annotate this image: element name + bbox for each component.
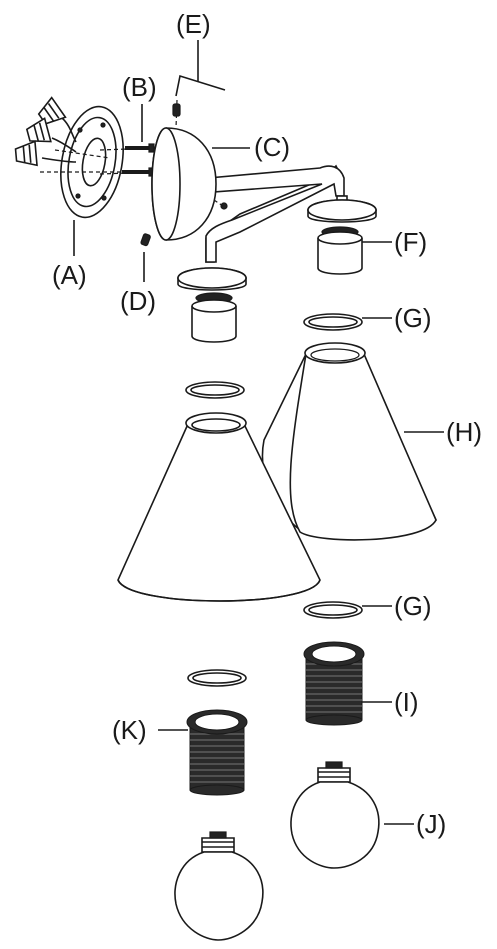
shade-right [261, 342, 437, 541]
label-g2: (G) [394, 591, 432, 621]
mounting-screws [99, 143, 159, 177]
threaded-socket-left [186, 709, 248, 796]
label-k: (K) [112, 715, 147, 745]
socket-holder-right [307, 195, 377, 275]
label-d: (D) [120, 286, 156, 316]
label-c: (C) [254, 132, 290, 162]
shade-left [117, 412, 321, 602]
canopy-and-arm [151, 127, 345, 263]
label-a: (A) [52, 260, 87, 290]
bulb-right [290, 761, 380, 869]
socket-holder-left [177, 267, 247, 343]
ring-top-left [185, 381, 245, 399]
label-f: (F) [394, 227, 427, 257]
bulb-left [174, 831, 264, 941]
label-g1: (G) [394, 303, 432, 333]
ring-bottom-left [187, 669, 247, 687]
mounting-plate [40, 105, 124, 219]
wire-nuts [14, 96, 77, 167]
ring-bottom-right [303, 601, 363, 619]
set-screw [140, 233, 151, 247]
allen-key [172, 74, 226, 129]
threaded-socket-right [303, 641, 365, 726]
ring-top-right [303, 313, 363, 331]
label-b: (B) [122, 72, 157, 102]
label-i: (I) [394, 687, 419, 717]
label-h: (H) [446, 417, 482, 447]
label-e: (E) [176, 9, 211, 39]
label-j: (J) [416, 809, 446, 839]
